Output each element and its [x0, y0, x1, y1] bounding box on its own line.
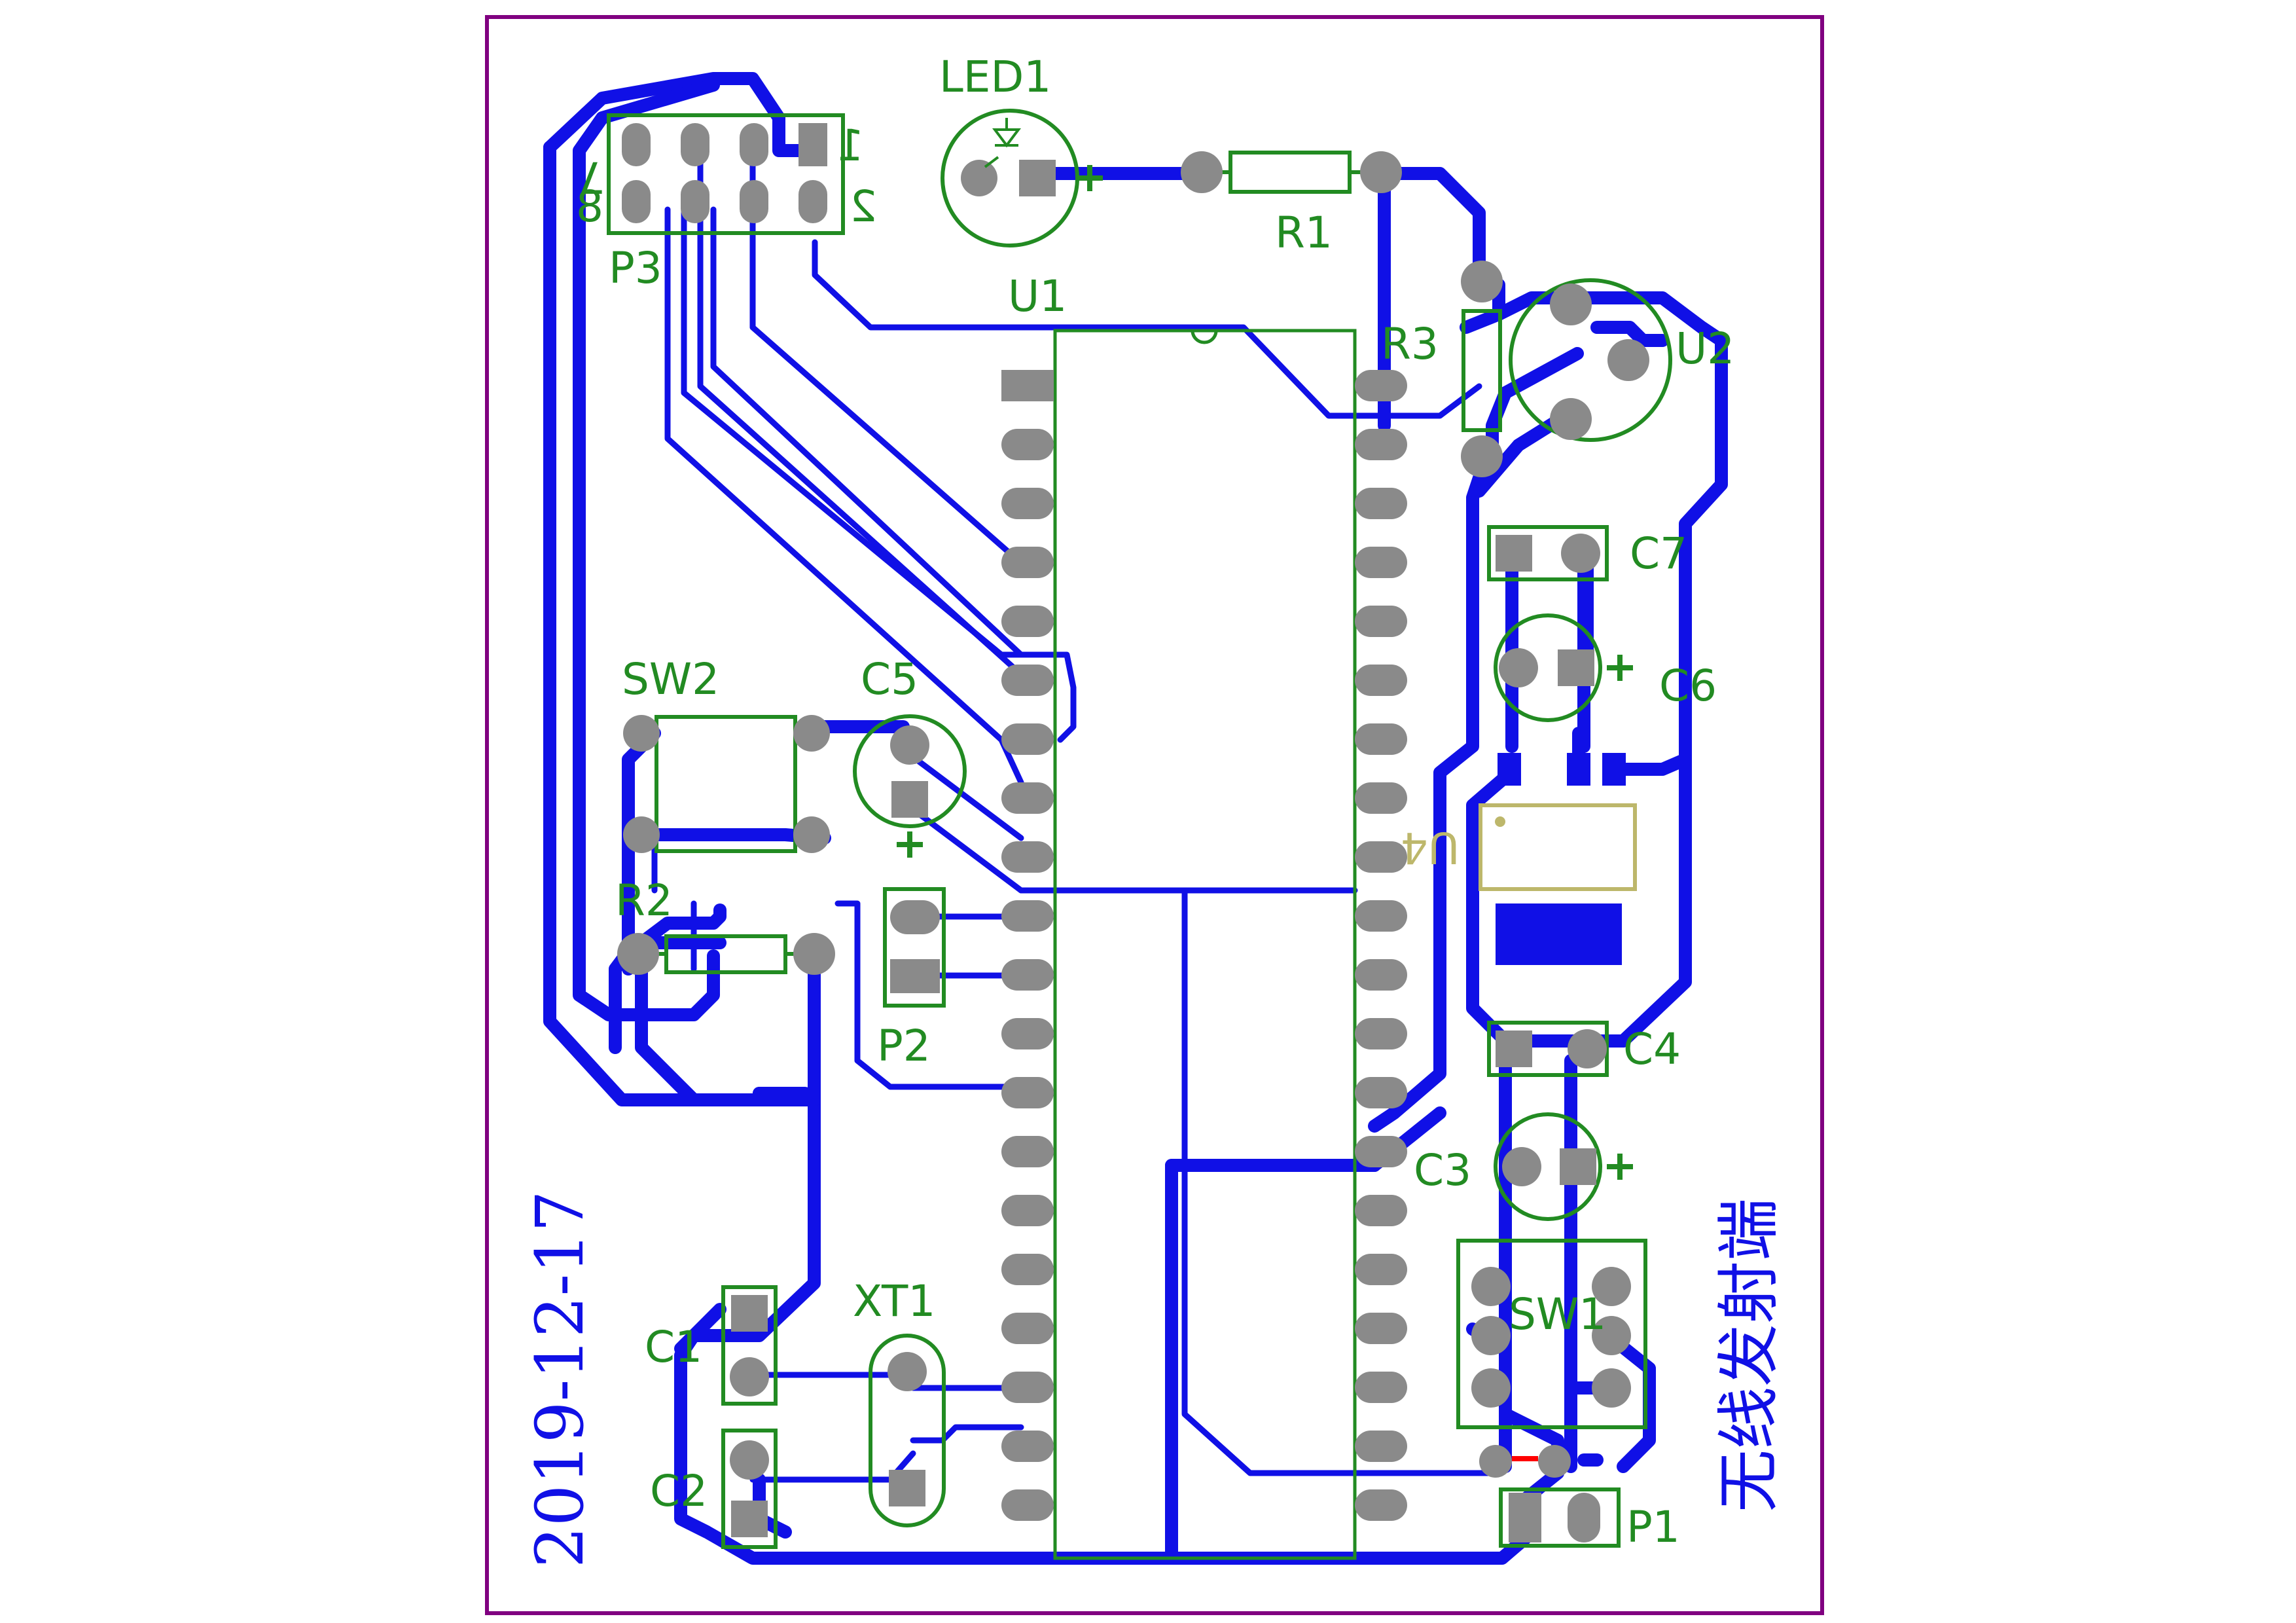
label-c3: C3: [1414, 1145, 1471, 1195]
u2: [1509, 278, 1672, 442]
label-r3: R3: [1381, 319, 1439, 369]
u1-pin1-pad: [1001, 370, 1054, 401]
label-u2: U2: [1676, 323, 1734, 374]
r1: [1181, 151, 1402, 194]
label-c5: C5: [861, 654, 918, 704]
xt1: [869, 1334, 946, 1527]
led1: [941, 109, 1103, 247]
p3-pin1-label: 1: [836, 120, 864, 171]
label-sw1: SW1: [1509, 1289, 1606, 1340]
label-p1: P1: [1626, 1502, 1680, 1552]
label-sw2: SW2: [622, 654, 719, 704]
label-r1: R1: [1275, 208, 1333, 258]
p3-pin7-label: 7: [578, 152, 605, 202]
u4: [1479, 753, 1637, 965]
c7: [1487, 525, 1609, 581]
label-c4: C4: [1623, 1024, 1681, 1074]
c4: [1487, 1021, 1609, 1077]
p3-header: [607, 113, 845, 235]
label-c6: C6: [1659, 661, 1717, 711]
c2: [721, 1429, 778, 1549]
label-r2: R2: [615, 875, 673, 926]
board-outline: [485, 15, 1824, 1615]
label-c1: C1: [645, 1322, 702, 1372]
c5: [853, 714, 967, 858]
label-led1: LED1: [939, 52, 1051, 102]
label-c7: C7: [1630, 528, 1687, 579]
label-c2: C2: [650, 1466, 708, 1516]
sw2: [623, 715, 830, 853]
p2: [883, 887, 946, 1008]
board-title: 无线发射端: [1712, 1198, 1785, 1512]
r3: [1461, 261, 1503, 477]
board-date: 2019-12-17: [522, 1190, 598, 1568]
u1-chip: [1053, 329, 1357, 1560]
sw1: [1456, 1239, 1647, 1429]
c3: [1494, 1112, 1633, 1221]
label-p3: P3: [609, 243, 662, 293]
label-u1: U1: [1008, 271, 1067, 321]
c6: [1494, 613, 1633, 722]
label-xt1: XT1: [853, 1276, 935, 1326]
p1: [1479, 1445, 1621, 1548]
p3-pin8-label: 8: [576, 181, 603, 232]
r2: [617, 933, 835, 975]
c1: [721, 1285, 778, 1406]
copper-traces: [543, 72, 1728, 1565]
label-u4: U4: [1401, 822, 1460, 873]
label-p2: P2: [877, 1021, 931, 1071]
u1-pads-right: [1355, 370, 1407, 1521]
p3-pin2-label: 2: [850, 181, 877, 232]
u1-pads-left: [1001, 370, 1054, 1521]
